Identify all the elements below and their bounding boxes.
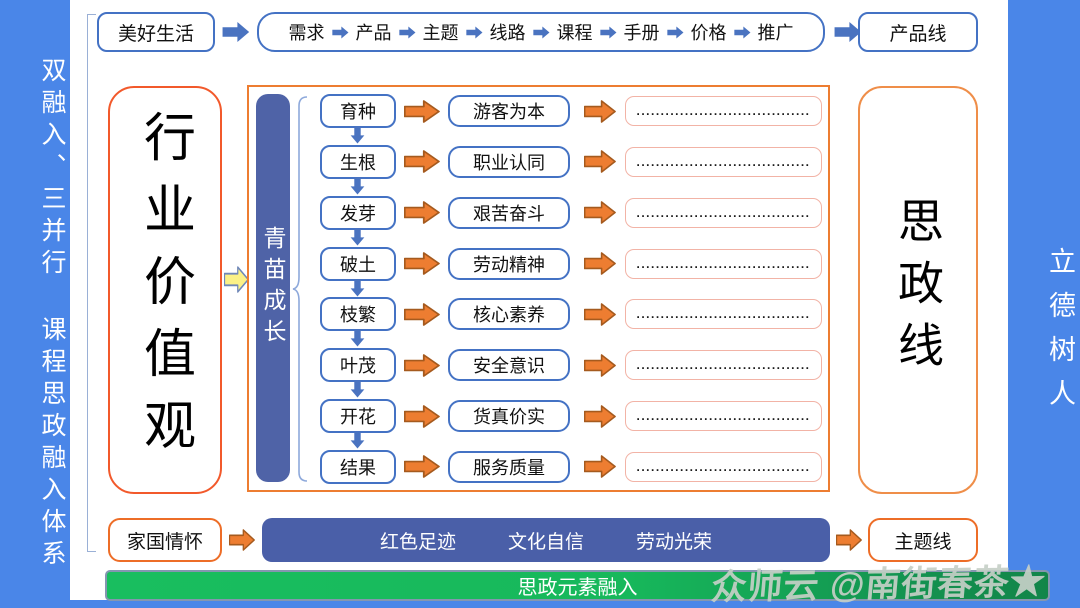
growth-row: 结果 服务质量..................................…	[320, 449, 822, 484]
ideology-elements-bar: 思政元素融入	[105, 570, 1050, 601]
chain-step: 价格	[690, 23, 727, 43]
right-arrow-icon	[584, 201, 616, 225]
box-patriotism: 家国情怀	[108, 518, 222, 562]
chain-step: 线路	[489, 23, 526, 43]
chain-step: 主题	[422, 23, 459, 43]
theme-item: 文化自信	[507, 531, 584, 553]
right-arrow-icon	[532, 26, 550, 39]
down-arrow-icon	[350, 431, 365, 449]
right-arrow-icon	[404, 150, 440, 174]
stage-box: 结果	[320, 449, 396, 484]
right-arrow-icon	[229, 529, 255, 551]
right-arrow-icon	[584, 252, 616, 275]
down-arrow-icon	[350, 177, 365, 195]
chain-step: 课程	[556, 23, 593, 43]
green-bar-label: 思政元素融入	[517, 577, 638, 599]
stage-box: 开花	[320, 399, 396, 434]
stage-box: 枝繁	[320, 297, 396, 332]
right-arrow-icon	[584, 404, 616, 428]
box-industry-values: 行业价值观	[108, 86, 222, 494]
value-box: 服务质量	[448, 450, 570, 483]
left-bracket-line	[87, 14, 96, 552]
right-arrow-icon	[584, 150, 616, 174]
dotted-placeholder-box: ....................................	[625, 451, 822, 482]
chain-step: 推广	[757, 23, 794, 43]
growth-row: 育种 游客为本..................................…	[320, 94, 822, 144]
box-ideology-line: 思政线	[858, 86, 978, 494]
dotted-placeholder-box: ....................................	[625, 350, 822, 381]
down-arrow-icon	[350, 380, 365, 398]
value-box: 劳动精神	[448, 247, 570, 280]
right-arrow-icon	[834, 21, 862, 43]
dotted-placeholder-box: ....................................	[625, 299, 822, 330]
dotted-placeholder-box: ....................................	[625, 248, 822, 279]
chain-step: 手册	[623, 23, 660, 43]
stage-box: 育种	[320, 94, 396, 128]
growth-bar: 青苗成长	[256, 94, 290, 482]
right-arrow-icon	[465, 26, 483, 39]
growth-rows: 育种 游客为本..................................…	[320, 94, 822, 484]
theme-item: 劳动光荣	[636, 531, 713, 553]
yellow-arrow-icon	[224, 266, 249, 293]
theme-elements-bar: 红色足迹 文化自信 劳动光荣	[262, 518, 830, 562]
growth-row: 开花 货真价实..................................…	[320, 399, 822, 449]
right-arrow-icon	[599, 26, 617, 39]
down-arrow-icon	[350, 126, 365, 144]
right-arrow-icon	[404, 303, 440, 326]
stage-box: 破土	[320, 246, 396, 281]
right-arrow-icon	[404, 353, 440, 377]
box-theme-line: 主题线	[868, 518, 978, 562]
chain-step: 产品	[355, 23, 392, 43]
right-arrow-icon	[733, 26, 751, 39]
stage-box: 生根	[320, 144, 396, 179]
right-arrow-icon	[398, 26, 416, 39]
right-arrow-icon	[404, 99, 440, 123]
value-box: 职业认同	[448, 145, 570, 178]
box-beautiful-life: 美好生活	[97, 12, 215, 52]
value-box: 游客为本	[448, 95, 570, 127]
box-product-line: 产品线	[858, 12, 978, 52]
growth-row: 枝繁 核心素养..................................…	[320, 297, 822, 347]
stage-box: 发芽	[320, 195, 396, 230]
right-arrow-icon	[584, 455, 616, 479]
right-arrow-icon	[584, 303, 616, 326]
right-arrow-icon	[404, 201, 440, 225]
dotted-placeholder-box: ....................................	[625, 96, 822, 126]
theme-item: 红色足迹	[379, 531, 456, 553]
right-arrow-icon	[404, 455, 440, 479]
right-arrow-icon	[331, 26, 349, 39]
brace-line	[292, 96, 308, 482]
right-arrow-icon	[836, 529, 862, 551]
down-arrow-icon	[350, 329, 365, 347]
down-arrow-icon	[350, 228, 365, 246]
stage-box: 叶茂	[320, 348, 396, 383]
left-motto-text: 双融入、三并行 课程思政融入体系	[38, 56, 66, 572]
value-box: 货真价实	[448, 400, 570, 433]
down-arrow-icon	[350, 278, 365, 297]
right-arrow-icon	[666, 26, 684, 39]
right-motto-text: 立德树人	[1045, 247, 1075, 423]
watermark-text: 众师云 @南街春茶★	[709, 562, 1048, 608]
right-arrow-icon	[404, 252, 440, 275]
value-box: 核心素养	[448, 298, 570, 331]
growth-row: 破土 劳动精神..................................…	[320, 246, 822, 296]
dotted-placeholder-box: ....................................	[625, 146, 822, 177]
growth-row: 发芽 艰苦奋斗..................................…	[320, 195, 822, 246]
value-box: 艰苦奋斗	[448, 196, 570, 229]
right-arrow-icon	[222, 21, 250, 43]
right-arrow-icon	[404, 404, 440, 428]
product-chain-box: 需求 产品 主题 线路 课程 手册 价格 推广	[257, 12, 825, 52]
dotted-placeholder-box: ....................................	[625, 401, 822, 432]
value-box: 安全意识	[448, 349, 570, 382]
growth-row: 生根 职业认同..................................…	[320, 144, 822, 195]
right-arrow-icon	[584, 353, 616, 377]
chain-step: 需求	[288, 23, 325, 43]
right-arrow-icon	[584, 99, 616, 123]
growth-row: 叶茂 安全意识..................................…	[320, 348, 822, 398]
dotted-placeholder-box: ....................................	[625, 197, 822, 228]
